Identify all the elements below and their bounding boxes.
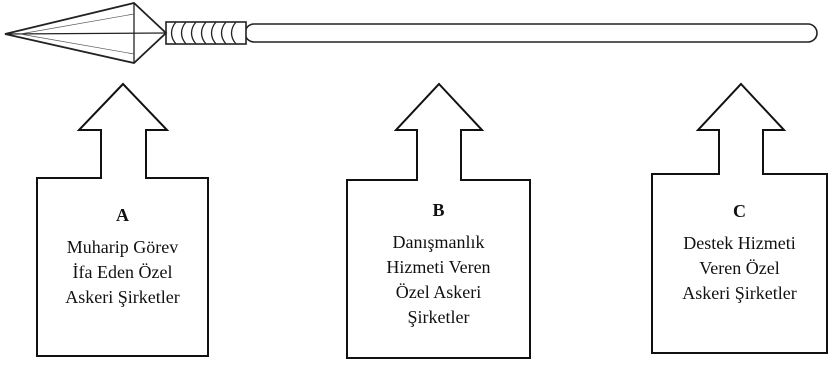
box-b-line-4: Şirketler (407, 307, 470, 327)
box-c-line-2: Veren Özel (699, 258, 780, 278)
box-b-letter: B (432, 200, 445, 220)
box-c-letter: C (733, 201, 746, 221)
box-c-description: Destek Hizmeti Veren Özel Askeri Şirketl… (652, 231, 827, 306)
box-a-line-2: İfa Eden Özel (72, 262, 173, 282)
box-c-line-3: Askeri Şirketler (682, 283, 797, 303)
box-a-description: Muharip Görev İfa Eden Özel Askeri Şirke… (37, 235, 208, 310)
spear-head (4, 2, 168, 64)
spear-binding (165, 21, 247, 45)
box-a-text: A Muharip Görev İfa Eden Özel Askeri Şir… (37, 204, 208, 310)
box-c-text: C Destek Hizmeti Veren Özel Askeri Şirke… (652, 200, 827, 306)
box-b-line-1: Danışmanlık (392, 232, 485, 252)
box-a-line-3: Askeri Şirketler (65, 287, 180, 307)
box-b-description: Danışmanlık Hizmeti Veren Özel Askeri Şi… (347, 230, 530, 330)
box-c-line-1: Destek Hizmeti (683, 233, 796, 253)
box-b-text: B Danışmanlık Hizmeti Veren Özel Askeri … (347, 199, 530, 330)
box-a-letter: A (116, 205, 129, 225)
box-b-line-2: Hizmeti Veren (386, 257, 491, 277)
box-a-line-1: Muharip Görev (66, 237, 179, 257)
box-b-line-3: Özel Askeri (395, 282, 482, 302)
